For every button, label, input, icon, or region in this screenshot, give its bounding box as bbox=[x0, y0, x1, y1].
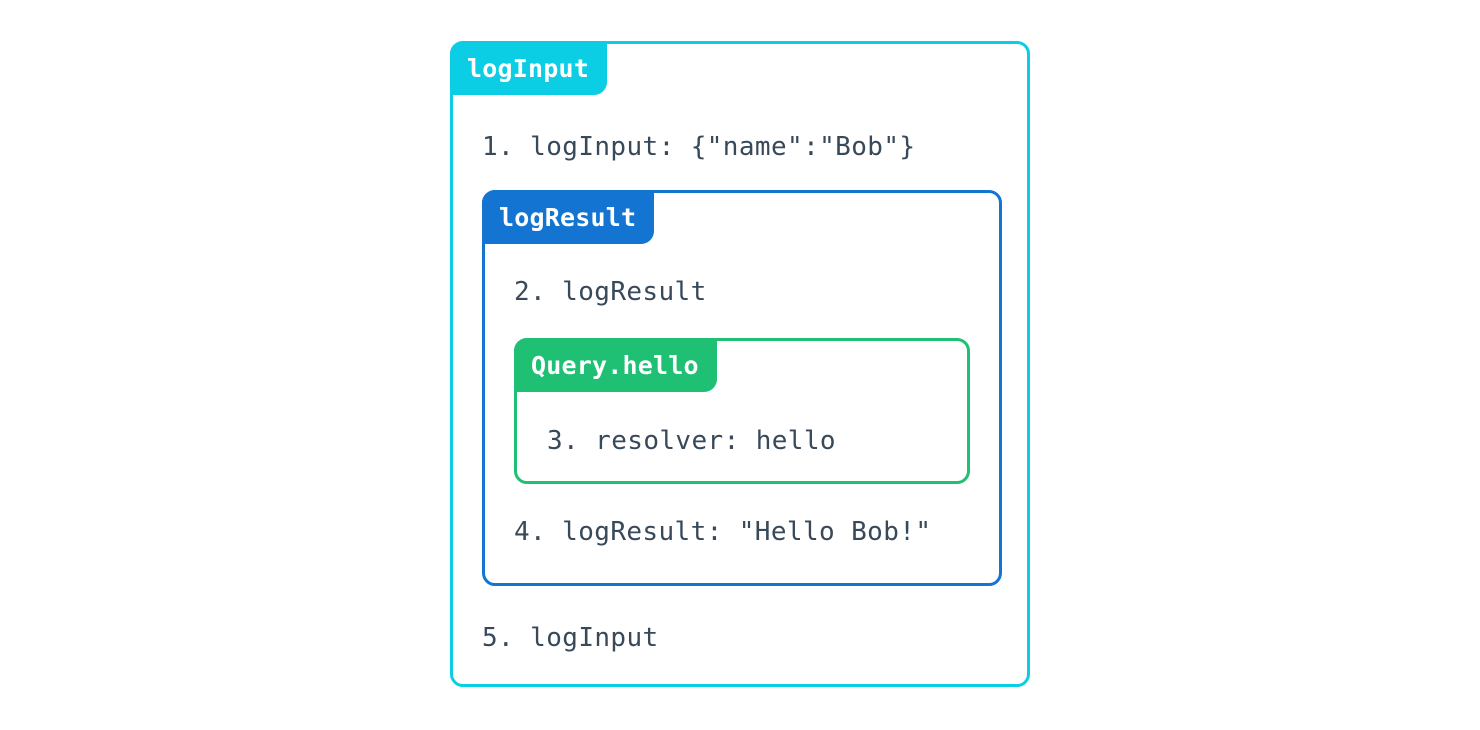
card-log-input-label: logInput bbox=[450, 41, 608, 95]
card-log-result: logResult 2. logResult Query.hello 3. re… bbox=[482, 190, 1002, 586]
trace-line-2: 2. logResult bbox=[514, 277, 707, 307]
card-log-result-label: logResult bbox=[482, 190, 655, 244]
card-log-input-body: 1. logInput: {"name":"Bob"} logResult 2.… bbox=[453, 44, 1027, 651]
card-query-hello: Query.hello 3. resolver: hello bbox=[514, 338, 970, 484]
trace-line-4: 4. logResult: "Hello Bob!" bbox=[514, 517, 932, 547]
card-query-hello-label: Query.hello bbox=[514, 338, 717, 392]
card-log-input: logInput 1. logInput: {"name":"Bob"} log… bbox=[450, 41, 1030, 687]
card-query-hello-body: 3. resolver: hello bbox=[517, 341, 967, 454]
card-log-result-body: 2. logResult Query.hello 3. resolver: he… bbox=[485, 193, 999, 545]
trace-line-5: 5. logInput bbox=[482, 623, 659, 653]
trace-line-3: 3. resolver: hello bbox=[547, 426, 836, 456]
trace-line-1: 1. logInput: {"name":"Bob"} bbox=[482, 132, 916, 162]
